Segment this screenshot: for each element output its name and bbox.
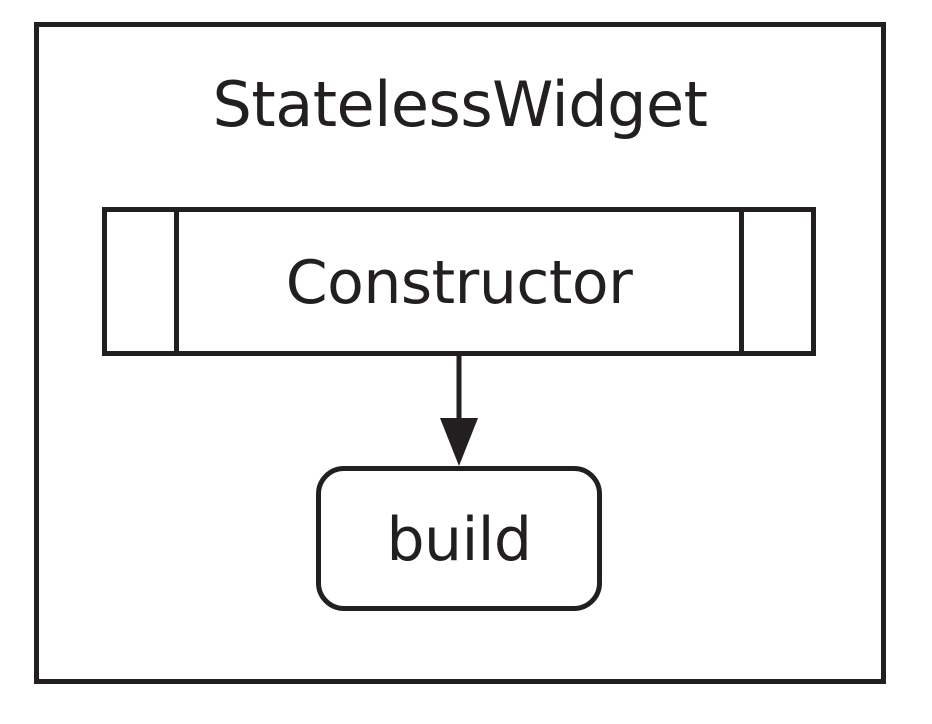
arrow-head-icon — [440, 418, 478, 466]
build-node: build — [316, 466, 602, 611]
constructor-node: Constructor — [102, 207, 816, 356]
constructor-label: Constructor — [285, 248, 633, 318]
constructor-left-bar — [174, 212, 179, 351]
constructor-right-bar — [739, 212, 744, 351]
widget-title: StatelessWidget — [212, 68, 708, 141]
build-label: build — [386, 505, 532, 575]
